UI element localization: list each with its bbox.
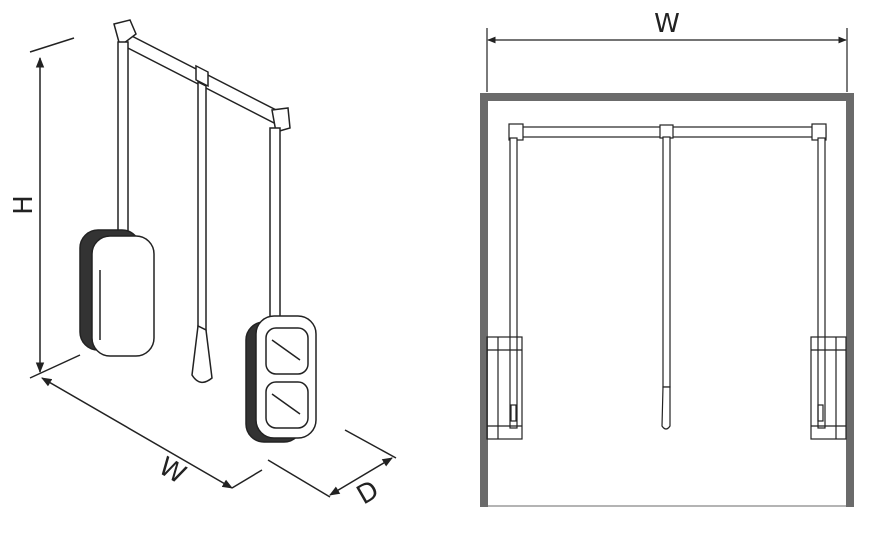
right-arm <box>269 127 281 329</box>
width-label-iso: W <box>153 452 190 491</box>
right-damper-box <box>245 315 317 443</box>
pull-rod <box>191 80 213 384</box>
width-dimension-iso <box>41 377 263 489</box>
height-dimension <box>29 37 81 379</box>
left-damper-box <box>79 229 155 357</box>
front-left-arm <box>509 137 518 429</box>
front-view: W <box>480 9 854 507</box>
front-right-arm <box>817 137 826 429</box>
depth-dimension <box>267 429 397 498</box>
front-pull-rod <box>661 136 671 430</box>
front-right-box <box>810 336 847 440</box>
left-arm <box>117 41 129 243</box>
isometric-view: H W D <box>9 19 397 511</box>
depth-label: D <box>352 475 384 511</box>
cabinet <box>480 93 854 507</box>
width-dimension-front <box>486 28 848 92</box>
height-label: H <box>9 195 39 215</box>
front-left-box <box>486 336 523 440</box>
hanging-rail <box>113 19 291 133</box>
width-label-front: W <box>654 9 680 39</box>
